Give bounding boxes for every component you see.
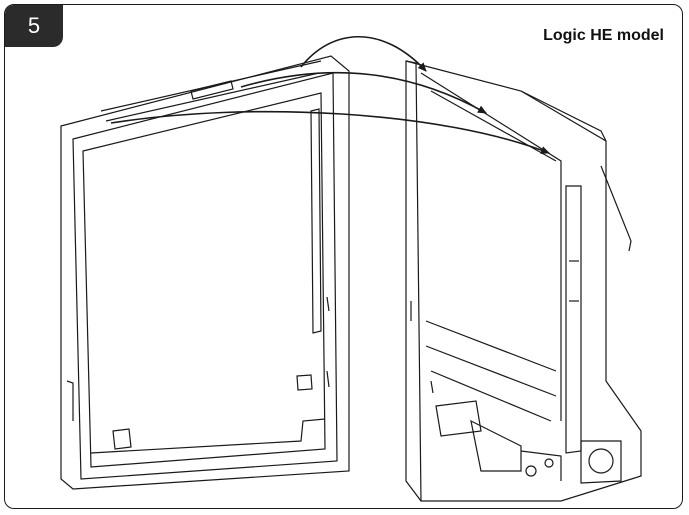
boiler-casing-illustration (405, 60, 642, 502)
front-panel-illustration (60, 55, 350, 490)
model-label: Logic HE model (543, 27, 664, 44)
assembly-illustration (60, 36, 642, 502)
illustration-frame: 5 Logic HE model (4, 4, 683, 509)
step-number-badge: 5 (5, 5, 63, 47)
arrow-icon (110, 36, 550, 154)
